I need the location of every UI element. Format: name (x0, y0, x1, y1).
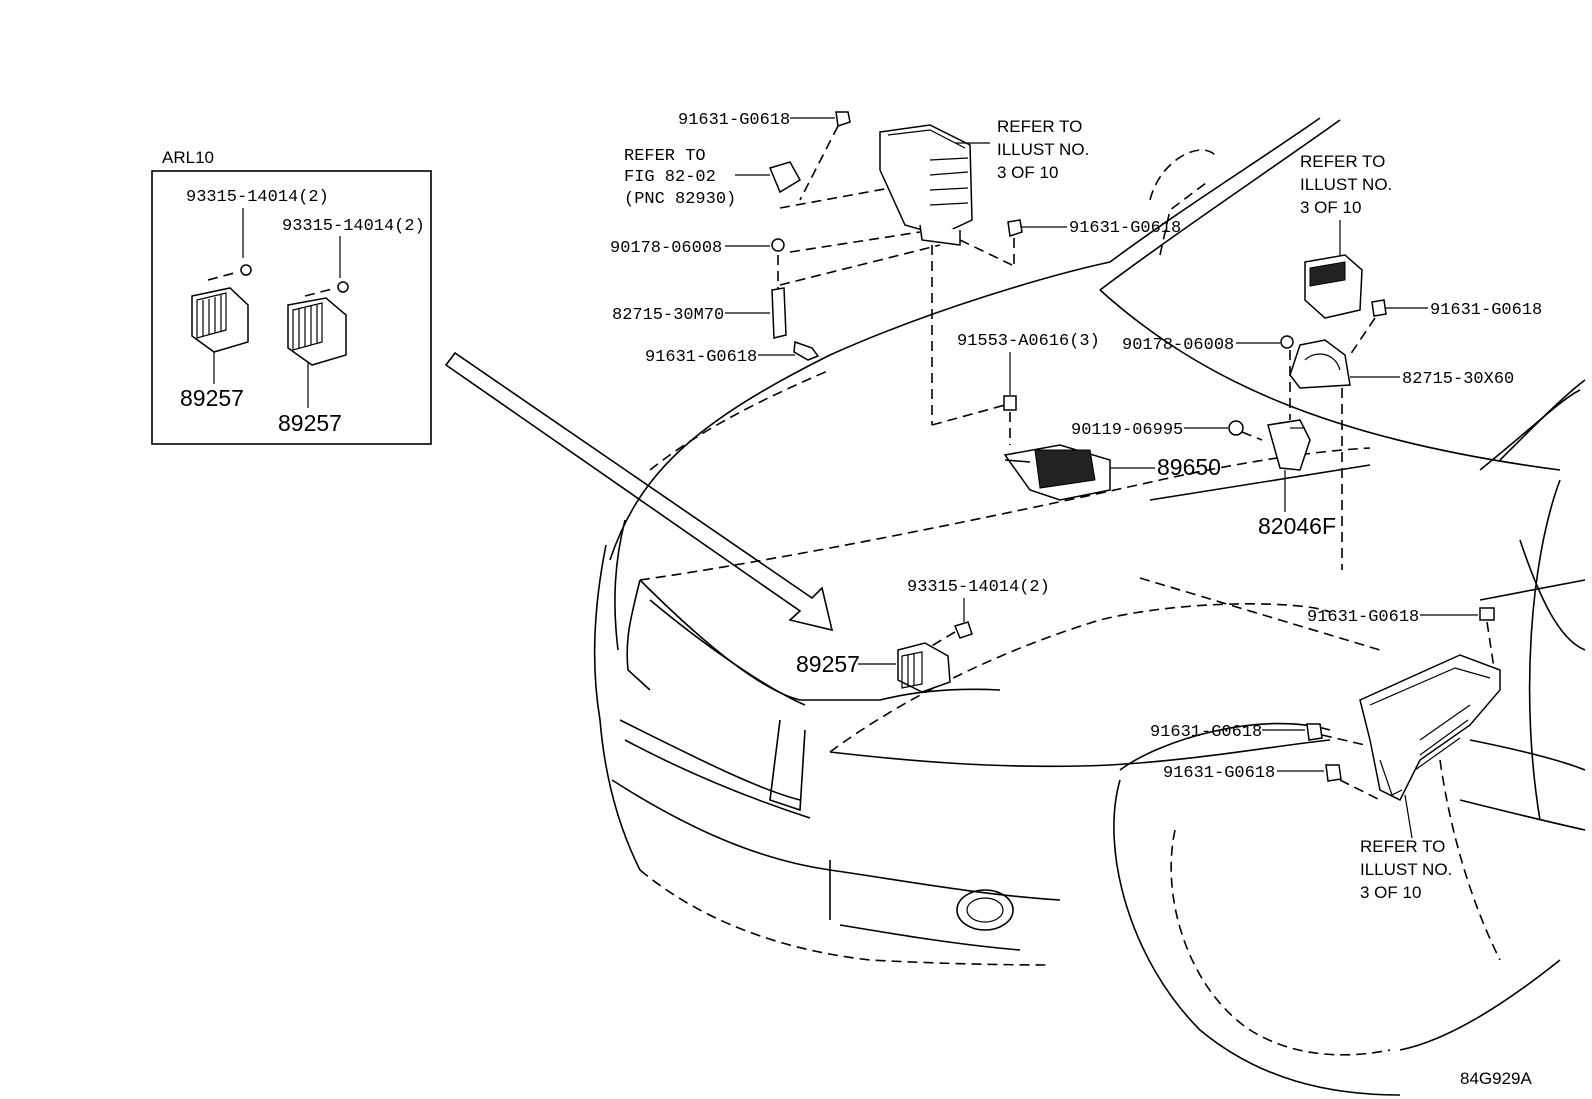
dashed-guide (1321, 734, 1366, 746)
callout-refer-fig-3: (PNC 82930) (624, 190, 736, 209)
bracket-82046-icon (1267, 419, 1311, 471)
callout-refer-bottom-1: REFER TO (1360, 837, 1445, 856)
pointer-arrow (444, 351, 834, 632)
callout-refer-fig-1: REFER TO (624, 147, 706, 166)
dashed-guide (1139, 577, 1381, 651)
screw-icon (1003, 395, 1017, 411)
inset-bolt-label-2: 93315-14014(2) (282, 217, 425, 236)
fog-lamp-icon (956, 889, 1014, 931)
nut-icon (1280, 335, 1294, 349)
figure-code: 84G929A (1460, 1069, 1532, 1088)
callout-bolt-fender-mid: 91631-G0618 (1150, 723, 1262, 742)
bolt-icon (240, 264, 252, 276)
dashed-guide (959, 239, 1013, 266)
bolt-icon (1007, 219, 1023, 237)
callout-bolt-left-lower: 91631-G0618 (645, 348, 757, 367)
inset-part-label-2: 89257 (278, 410, 342, 436)
dashed-guide (931, 404, 1006, 426)
inset-frame (151, 170, 432, 445)
dashed-guide (799, 125, 839, 201)
inset-bolt-label-1: 93315-14014(2) (186, 188, 329, 207)
callout-top-bolt-left: 91631-G0618 (678, 111, 790, 130)
sensor-module-icon (287, 297, 347, 366)
callout-bolt-front: 93315-14014(2) (907, 578, 1050, 597)
top-left-group: 91631-G0618 REFER TO FIG 82-02 (PNC 8293… (610, 111, 1181, 426)
callout-bolt-fender-top: 91631-G0618 (1307, 608, 1419, 627)
dashed-guide (1486, 621, 1496, 676)
callout-refer-right-2: ILLUST NO. (1300, 175, 1392, 194)
fender-ecu-group: 91631-G0618 91631-G0618 91631-G0618 REFE… (1139, 577, 1501, 902)
washer-bolt-icon (1228, 420, 1244, 436)
callout-bolt-right-top: 91631-G0618 (1430, 301, 1542, 320)
callout-nut-right: 90178-06008 (1122, 336, 1234, 355)
callout-refer-top-3: 3 OF 10 (997, 163, 1058, 182)
bolt-icon (793, 340, 820, 361)
dashed-guide (1349, 317, 1376, 356)
dashed-guide (779, 187, 891, 209)
bolt-icon (1306, 723, 1323, 741)
dashed-guide (304, 287, 337, 297)
bracket-82715-right-icon (1289, 339, 1351, 389)
callout-refer-top-2: ILLUST NO. (997, 140, 1089, 159)
callout-screw-center: 91553-A0616(3) (957, 332, 1100, 351)
bolt-icon (1371, 299, 1387, 317)
callout-bracket-82046: 82046F (1258, 513, 1336, 539)
callout-refer-right-1: REFER TO (1300, 152, 1385, 171)
center-module-group: 91553-A0616(3) 89650 90119-06995 82046F (957, 332, 1336, 539)
bolt-icon (953, 621, 973, 639)
bolt-icon (835, 111, 851, 127)
dashed-guide (927, 631, 956, 649)
callout-module-center: 89650 (1157, 454, 1221, 480)
callout-refer-fig-2: FIG 82-02 (624, 168, 716, 187)
callout-nut-left: 90178-06008 (610, 239, 722, 258)
callout-refer-top-1: REFER TO (997, 117, 1082, 136)
leader-line (1404, 794, 1413, 839)
callout-refer-bottom-3: 3 OF 10 (1360, 883, 1421, 902)
inset-part-label-1: 89257 (180, 385, 244, 411)
inset-box: ARL10 93315-14014(2) 93315-14014(2) 8925… (151, 148, 432, 445)
junction-block-icon (1359, 654, 1501, 802)
right-top-group: REFER TO ILLUST NO. 3 OF 10 91631-G0618 … (1122, 152, 1542, 570)
control-unit-icon (879, 124, 973, 246)
callout-sensor-front: 89257 (796, 651, 860, 677)
radar-sensor-icon (897, 642, 951, 693)
callout-bracket-right: 82715-30X60 (1402, 370, 1514, 389)
dashed-guide (789, 231, 921, 253)
bolt-icon (337, 281, 349, 293)
relay-box-icon (1304, 254, 1363, 319)
connector-icon (768, 161, 802, 194)
dashed-guide (779, 244, 941, 286)
sensor-module-icon (191, 287, 249, 353)
callout-refer-bottom-2: ILLUST NO. (1360, 860, 1452, 879)
inset-title: ARL10 (162, 148, 214, 167)
callout-bolt-center-right: 91631-G0618 (1069, 219, 1181, 238)
bracket-icon (771, 287, 787, 339)
dashed-guide (1241, 431, 1263, 441)
dashed-guide (207, 271, 239, 281)
bolt-icon (1479, 607, 1495, 621)
callout-bolt-fender-low: 91631-G0618 (1163, 764, 1275, 783)
bolt-icon (1325, 764, 1342, 782)
nut-icon (771, 238, 785, 252)
callout-refer-right-3: 3 OF 10 (1300, 198, 1361, 217)
dashed-guide (1339, 779, 1381, 801)
callout-bracket-left: 82715-30M70 (612, 306, 724, 325)
yaw-rate-sensor-icon (1003, 444, 1111, 501)
front-sensor-group: 93315-14014(2) 89257 (796, 578, 1050, 693)
callout-bolt-washer: 90119-06995 (1071, 421, 1183, 440)
vehicle-outline (593, 117, 1586, 1096)
